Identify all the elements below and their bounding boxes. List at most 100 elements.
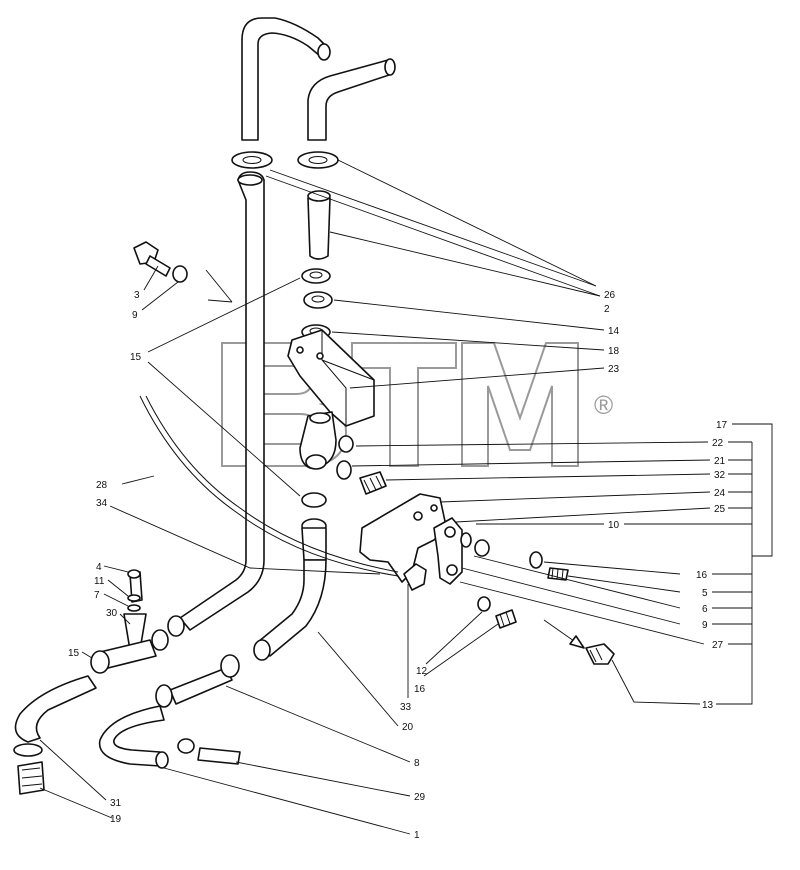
callout-8: 8	[414, 758, 420, 769]
leader-7	[103, 593, 129, 607]
fitting-8-pipe	[169, 667, 233, 705]
callout-30: 30	[106, 608, 118, 619]
cables	[139, 395, 399, 577]
leader-11	[107, 579, 129, 597]
valve-body-edge	[321, 330, 375, 426]
lower-pipework	[13, 569, 241, 795]
washer-9-upper	[172, 265, 188, 283]
watermark-letter-m-outline	[461, 342, 579, 467]
callout-9: 9	[702, 620, 708, 631]
clamp-stack	[301, 268, 333, 340]
leader-25	[455, 507, 711, 523]
callout-33: 33	[400, 702, 412, 713]
leader-30	[119, 613, 131, 625]
fitting-8-nut	[220, 654, 240, 678]
leader-26b	[337, 159, 597, 287]
callout-26: 26	[604, 290, 616, 301]
fitting-8-end	[155, 684, 173, 708]
bolt-arrow-1	[205, 269, 233, 303]
callout-7: 7	[94, 590, 100, 601]
callout-23: 23	[608, 364, 620, 375]
long-left-hose-end	[237, 174, 263, 186]
leader-5	[567, 575, 681, 593]
leader-15a	[147, 277, 301, 353]
callout-25: 25	[714, 504, 726, 515]
lever-pivot	[444, 526, 456, 538]
nut-14-hole	[311, 295, 325, 303]
callout-5: 5	[702, 588, 708, 599]
hose-20-bend	[257, 559, 327, 657]
callout-27: 27	[712, 640, 724, 651]
leader-21	[351, 459, 711, 467]
clamp-29	[177, 738, 195, 754]
callout-20: 20	[402, 722, 414, 733]
callout-9-upper: 9	[132, 310, 138, 321]
cable-28-inner	[145, 395, 399, 573]
drain-plug-thread	[21, 767, 43, 787]
cable-28	[139, 395, 399, 577]
leader-34	[109, 505, 381, 575]
washer-12	[477, 596, 491, 612]
lever-lower-hole	[446, 564, 458, 576]
left-hose-top-end	[317, 43, 331, 61]
hose-20-end-fitting	[253, 639, 271, 661]
bracket-plate-24	[359, 493, 447, 583]
leader-24	[439, 491, 711, 503]
leader-18	[331, 331, 605, 351]
valve-housing	[287, 329, 387, 495]
bracket-13	[716, 442, 753, 705]
bracket-assembly	[359, 493, 615, 665]
callout-31: 31	[110, 798, 122, 809]
seal-21	[336, 460, 352, 480]
leader-15c	[81, 651, 93, 659]
leader-9-upper	[141, 281, 179, 311]
callout-16-lower: 16	[414, 684, 426, 695]
callout-24: 24	[714, 488, 726, 499]
grommet-right	[297, 151, 339, 169]
leader-31	[39, 739, 107, 801]
callout-12: 12	[416, 666, 428, 677]
leader-4	[103, 565, 129, 573]
callout-18: 18	[608, 346, 620, 357]
leader-27	[459, 581, 705, 645]
leader-1	[163, 767, 411, 835]
callout-28: 28	[96, 480, 108, 491]
callout-15-lower: 15	[68, 648, 80, 659]
callout-14: 14	[608, 326, 620, 337]
washer-10	[460, 532, 472, 548]
drain-plug-19	[17, 761, 45, 795]
callout-22: 22	[712, 438, 724, 449]
leader-29	[235, 761, 411, 797]
valve-mount-hole-1	[296, 346, 304, 354]
grommet-left	[231, 151, 273, 169]
clamp-15-upper	[301, 268, 331, 284]
upper-hoses	[179, 17, 396, 631]
short-hose	[307, 197, 331, 260]
screw-16-thread	[499, 611, 511, 627]
leader-3	[143, 265, 159, 291]
leader-14	[333, 299, 605, 331]
fitting-15-left	[90, 650, 110, 674]
washer-16	[529, 551, 543, 569]
callout-29: 29	[414, 792, 426, 803]
callout-21: 21	[714, 456, 726, 467]
callout-11: 11	[94, 576, 105, 587]
fitting-32-thread	[363, 475, 383, 493]
callout-1: 1	[414, 830, 420, 841]
bracket-hole-2	[430, 504, 438, 512]
leader-23	[349, 367, 605, 389]
nut-14	[303, 291, 333, 309]
leader-15b	[147, 361, 301, 497]
grommet-right-hole	[308, 156, 328, 164]
leader-8	[225, 685, 411, 763]
bolt-arrow-2	[207, 299, 233, 303]
leader-12	[425, 611, 483, 665]
grommet-left-hole	[242, 156, 262, 164]
tube-29	[197, 747, 241, 765]
valve-mount-hole-2	[316, 352, 324, 360]
callout-13: 13	[702, 700, 714, 711]
callout-15-upper: 15	[130, 352, 142, 363]
callout-3: 3	[134, 290, 140, 301]
bracket-hole-1	[413, 511, 423, 521]
screw-16-lower	[495, 609, 517, 629]
